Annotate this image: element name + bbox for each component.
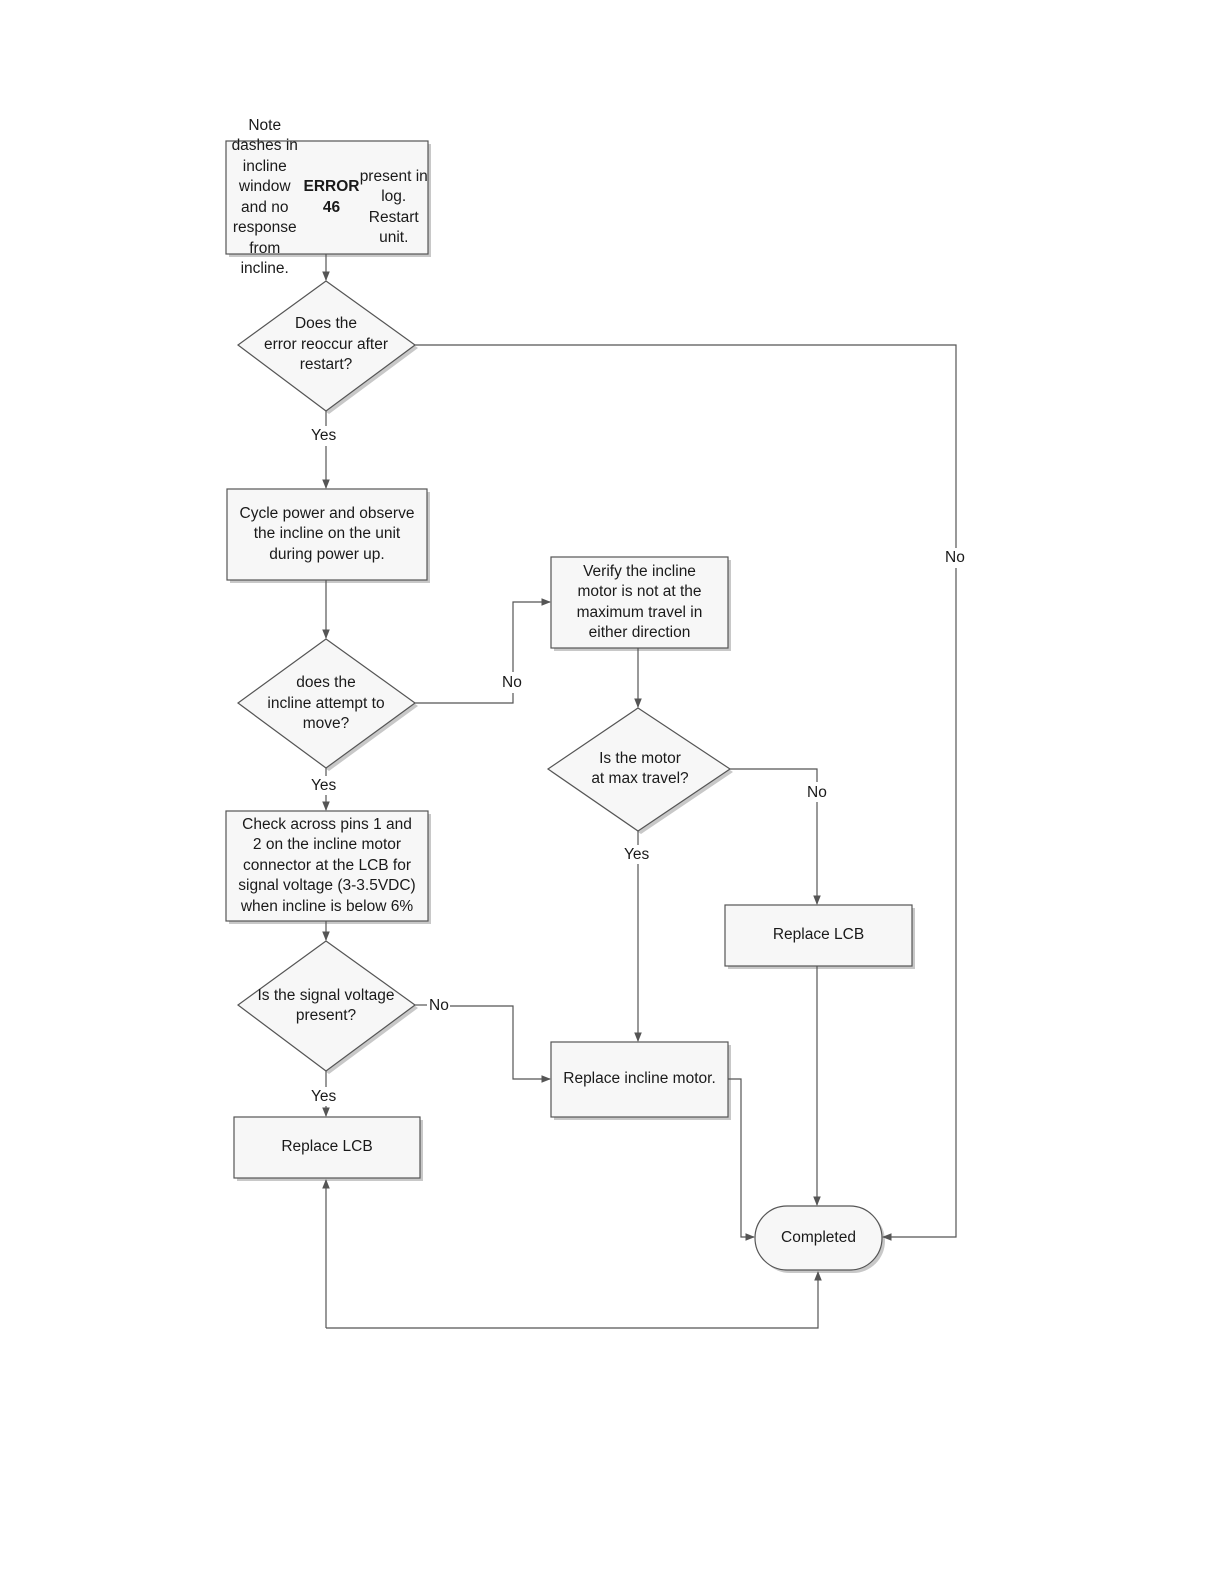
check-pins-box	[225, 810, 429, 922]
completed-terminal	[754, 1205, 883, 1271]
label-signal-yes: Yes	[310, 1088, 338, 1106]
edge-motor-to-completed	[728, 1078, 755, 1241]
start-text: Note dashes in incline window and no res…	[226, 117, 428, 278]
edge-reoccur-no-a	[415, 344, 957, 548]
edge-signal-no-b	[450, 1005, 551, 1083]
decision-motor-max-travel-text: Is the motor at max travel?	[591, 749, 689, 788]
label-signal-no: No	[428, 997, 450, 1015]
label-max-no: No	[806, 784, 828, 802]
decision-signal-voltage-text: Is the signal voltage present?	[257, 986, 395, 1025]
label-move-yes: Yes	[310, 777, 338, 795]
verify-motor-text: Verify the incline motor is not at the m…	[576, 562, 703, 642]
replace-lcb-right-text: Replace LCB	[772, 926, 865, 944]
start-text-before: Note dashes in incline window and no res…	[231, 116, 298, 278]
replace-lcb-left-text: Replace LCB	[281, 1138, 373, 1156]
verify-motor-box	[550, 556, 729, 649]
start-box	[225, 140, 429, 255]
decision-incline-attempt-move-text: does the incline attempt to move?	[267, 674, 385, 733]
replace-incline-motor-box	[550, 1041, 729, 1118]
edge-move-no-a	[415, 693, 514, 704]
decision-error-reoccur-text: Does the error reoccur after restart?	[263, 315, 389, 374]
edge-max-no-a	[730, 768, 818, 782]
start-text-after: present in log. Restart unit.	[359, 167, 428, 247]
check-pins-text: Check across pins 1 and 2 on the incline…	[238, 815, 416, 915]
edge-reoccur-no-b	[882, 568, 957, 1241]
connectors	[322, 254, 957, 1329]
label-move-no: No	[501, 674, 523, 692]
replace-lcb-left-box	[233, 1116, 421, 1179]
label-reoccur-yes: Yes	[310, 427, 338, 445]
edge-move-no-b	[512, 598, 551, 672]
replace-incline-motor-text: Replace incline motor.	[563, 1070, 716, 1088]
edge-lcb-left-to-completed	[326, 1271, 822, 1329]
error-code: ERROR 46	[303, 178, 360, 216]
label-max-yes: Yes	[623, 846, 651, 864]
replace-lcb-right-box	[724, 904, 913, 967]
label-reoccur-no: No	[944, 549, 966, 567]
completed-text: Completed	[781, 1228, 856, 1246]
cycle-power-text: Cycle power and observe the incline on t…	[239, 504, 415, 563]
cycle-power-box	[226, 488, 428, 581]
